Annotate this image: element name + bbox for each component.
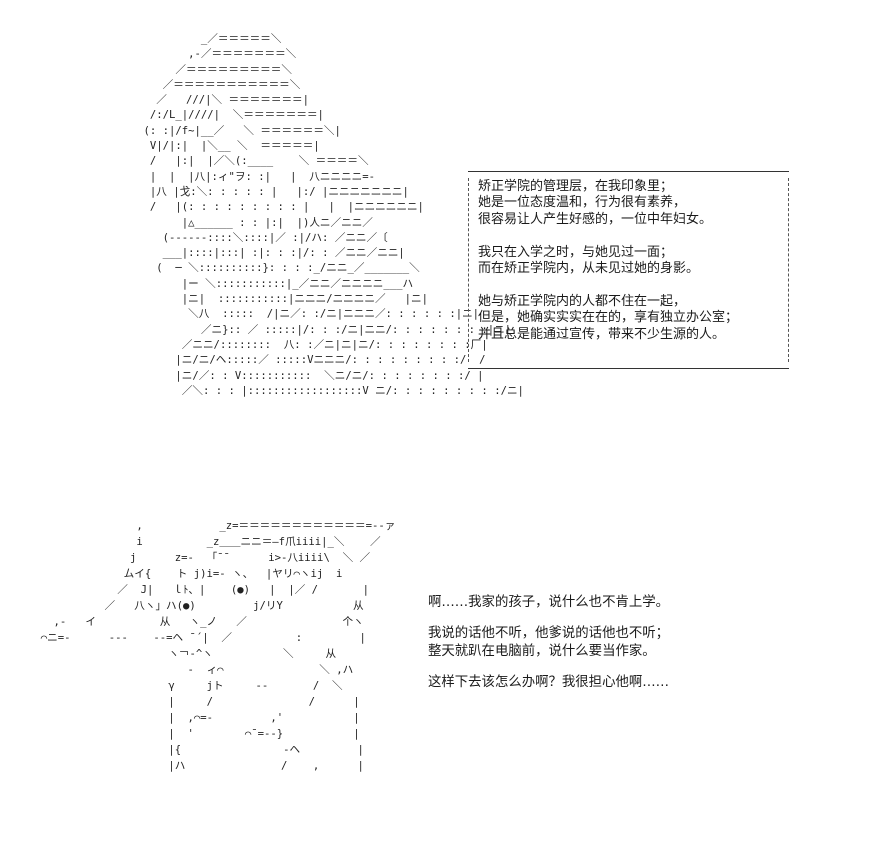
paragraph-gap xyxy=(478,228,783,244)
speech-line: 我说的话他不听，他爹说的话他也不听； xyxy=(428,625,670,641)
narration-box-right-border xyxy=(788,178,789,362)
narration-text: 矫正学院的管理层，在我印象里； 她是一位态度温和，行为很有素养， 很容易让人产生… xyxy=(478,179,783,343)
narration-line: 而在矫正学院内，从未见过她的身影。 xyxy=(478,260,700,276)
speech-line: 这样下去该怎么办啊？我很担心他啊…… xyxy=(428,674,670,690)
narration-box: 矫正学院的管理层，在我印象里； 她是一位态度温和，行为很有素养， 很容易让人产生… xyxy=(468,171,789,369)
narration-line: 并且总是能通过宣传，带来不少生源的人。 xyxy=(478,326,726,342)
paragraph-gap xyxy=(428,662,848,674)
narration-line: 矫正学院的管理层，在我印象里； xyxy=(478,179,674,194)
narration-line: 很容易让人产生好感的，一位中年妇女。 xyxy=(478,211,713,227)
narration-line: 她是一位态度温和，行为很有素养， xyxy=(478,195,687,211)
speech-line: 啊……我家的孩子，说什么也不肯上学。 xyxy=(428,595,670,610)
speech-line: 整天就趴在电脑前，说什么要当作家。 xyxy=(428,644,656,660)
narration-line: 我只在入学之时，与她见过一面； xyxy=(478,244,674,260)
narration-line: 但是，她确实实实在在的，享有独立办公室； xyxy=(478,310,739,326)
paragraph-gap xyxy=(478,277,783,293)
paragraph-gap xyxy=(428,613,848,625)
narration-box-left-border xyxy=(468,178,469,362)
speech-text: 啊……我家的孩子，说什么也不肯上学。 我说的话他不听，他爹说的话他也不听； 整天… xyxy=(428,594,848,692)
narration-line: 她与矫正学院内的人都不住在一起， xyxy=(478,293,687,309)
ascii-art-mother: , _z=＝＝＝＝＝＝＝＝＝＝＝＝=-‐ァ i _z＿＿ニニ＝―f爪iiii|_… xyxy=(40,520,396,772)
ascii-art-administrator: _／＝＝＝＝＝＼ ,-／＝＝＝＝＝＝＝＼ ／＝＝＝＝＝＝＝＝＝＼ ／＝＝＝＝＝＝… xyxy=(143,33,524,397)
